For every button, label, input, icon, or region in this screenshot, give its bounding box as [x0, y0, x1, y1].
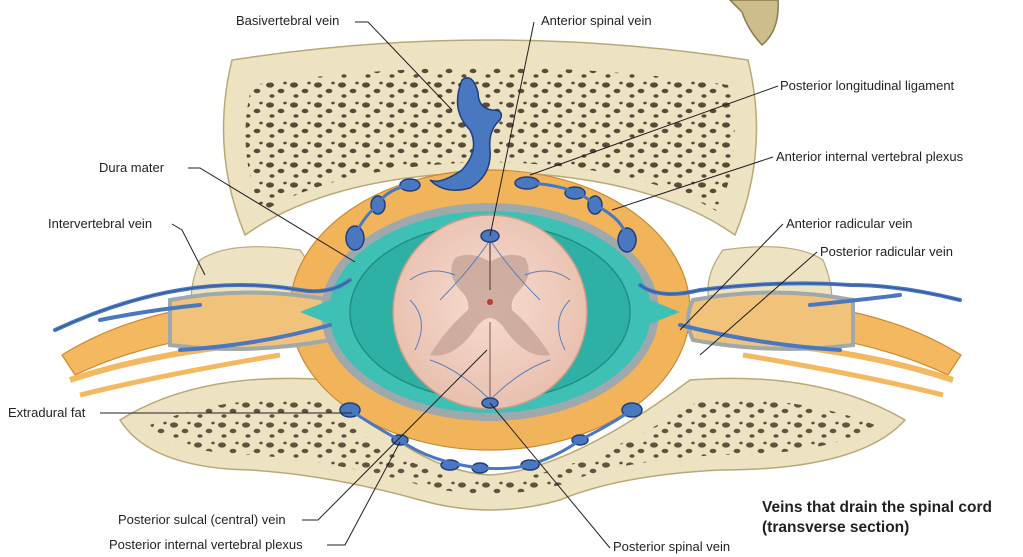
label-posterior-sulcal-central-vein: Posterior sulcal (central) vein: [118, 512, 286, 528]
label-anterior-internal-vertebral-plexus: Anterior internal vertebral plexus: [776, 149, 963, 165]
label-posterior-radicular-vein: Posterior radicular vein: [820, 244, 953, 260]
label-basivertebral-vein: Basivertebral vein: [236, 13, 339, 29]
label-extradural-fat: Extradural fat: [8, 405, 85, 421]
label-posterior-spinal-vein: Posterior spinal vein: [613, 539, 730, 555]
label-dura-mater: Dura mater: [99, 160, 164, 176]
articular-process-fragment: [730, 0, 778, 45]
label-posterior-longitudinal-ligament: Posterior longitudinal ligament: [780, 78, 954, 94]
label-intervertebral-vein: Intervertebral vein: [48, 216, 152, 232]
label-posterior-internal-vertebral-plexus: Posterior internal vertebral plexus: [109, 537, 303, 553]
label-anterior-radicular-vein: Anterior radicular vein: [786, 216, 912, 232]
caption-line-2: (transverse section): [762, 518, 992, 538]
figure-caption: Veins that drain the spinal cord (transv…: [762, 498, 992, 538]
label-anterior-spinal-vein: Anterior spinal vein: [541, 13, 652, 29]
caption-line-1: Veins that drain the spinal cord: [762, 498, 992, 518]
